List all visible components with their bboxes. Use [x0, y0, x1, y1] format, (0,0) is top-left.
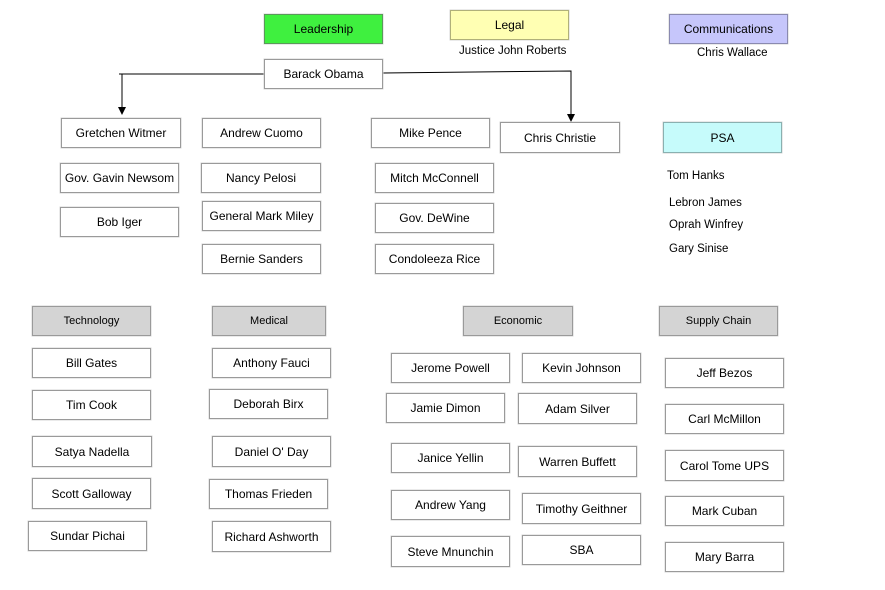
leader-box: Gov. DeWine [375, 203, 494, 233]
psa-name: Lebron James [669, 197, 742, 209]
economic-member-box: Jamie Dimon [386, 393, 505, 423]
connector-obama-to-christie [382, 70, 575, 122]
economic-member-box: Janice Yellin [391, 443, 510, 473]
communications-header: Communications [669, 14, 788, 44]
medical-member-box: Daniel O' Day [212, 436, 331, 467]
supply-chain-member-box: Carl McMillon [665, 404, 784, 434]
top-leader-box: Barack Obama [264, 59, 383, 89]
economic-member-box: Kevin Johnson [522, 353, 641, 383]
supply-chain-member-box: Jeff Bezos [665, 358, 784, 388]
medical-member-box: Richard Ashworth [212, 521, 331, 552]
economic-member-box: Adam Silver [518, 393, 637, 424]
communications-name: Chris Wallace [697, 47, 768, 59]
medical-member-box: Thomas Frieden [209, 479, 328, 509]
leader-box: Mitch McConnell [375, 163, 494, 193]
leader-box: Bernie Sanders [202, 244, 321, 274]
technology-member-box: Bill Gates [32, 348, 151, 378]
psa-name: Gary Sinise [669, 243, 729, 255]
technology-member-box: Sundar Pichai [28, 521, 147, 551]
economic-member-box: Andrew Yang [391, 490, 510, 520]
leader-box: Bob Iger [60, 207, 179, 237]
technology-member-box: Satya Nadella [32, 436, 152, 467]
leader-box: Condoleeza Rice [375, 244, 494, 274]
economic-member-box: Warren Buffett [518, 446, 637, 477]
supply-chain-member-box: Mary Barra [665, 542, 784, 572]
leader-box: Nancy Pelosi [201, 163, 321, 193]
economic-header: Economic [463, 306, 573, 336]
leader-box: Gov. Gavin Newsom [60, 163, 179, 193]
supply-chain-member-box: Carol Tome UPS [665, 450, 784, 481]
supply-chain-member-box: Mark Cuban [665, 496, 784, 526]
technology-member-box: Tim Cook [32, 390, 151, 420]
technology-member-box: Scott Galloway [32, 478, 151, 509]
medical-member-box: Deborah Birx [209, 389, 328, 419]
leader-box: Mike Pence [371, 118, 490, 148]
technology-header: Technology [32, 306, 151, 336]
economic-member-box: Steve Mnunchin [391, 536, 510, 567]
legal-name: Justice John Roberts [459, 45, 567, 57]
psa-header: PSA [663, 122, 782, 153]
supply-chain-header: Supply Chain [659, 306, 778, 336]
connector-obama-to-witmer [118, 73, 265, 115]
medical-header: Medical [212, 306, 326, 336]
leadership-header: Leadership [264, 14, 383, 44]
leader-box: Gretchen Witmer [61, 118, 181, 148]
leader-box: Chris Christie [500, 122, 620, 153]
economic-member-box: SBA [522, 535, 641, 565]
leader-box: General Mark Miley [202, 201, 321, 231]
psa-name: Oprah Winfrey [669, 219, 744, 231]
legal-header: Legal [450, 10, 569, 40]
leader-box: Andrew Cuomo [202, 118, 321, 148]
economic-member-box: Timothy Geithner [522, 493, 641, 524]
psa-name: Tom Hanks [667, 170, 725, 182]
economic-member-box: Jerome Powell [391, 353, 510, 383]
medical-member-box: Anthony Fauci [212, 348, 331, 378]
